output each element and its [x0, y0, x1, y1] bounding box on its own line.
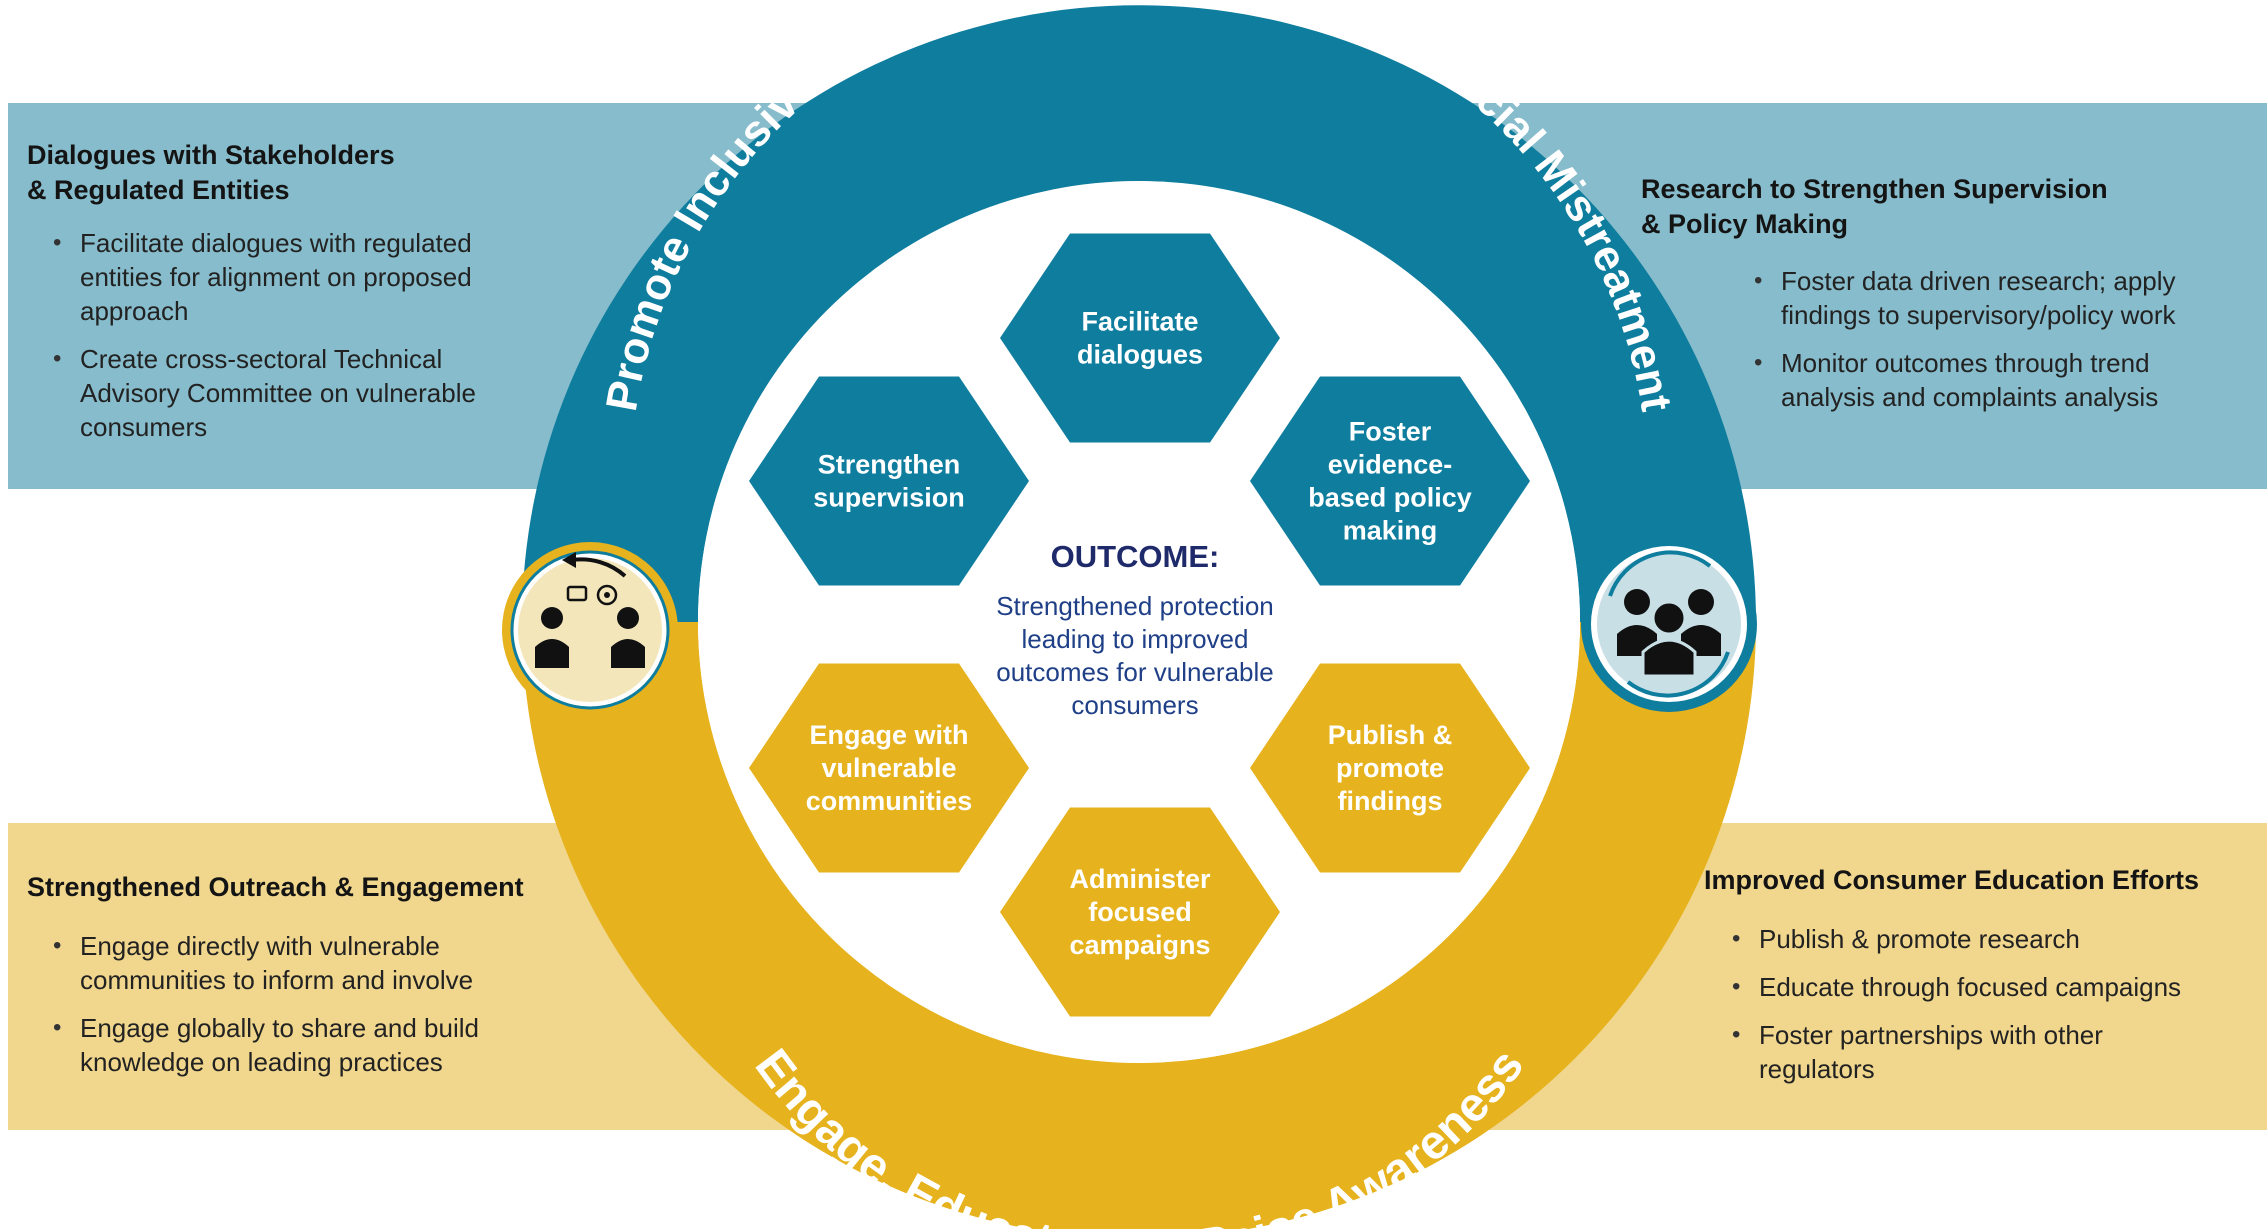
hexagon-label-line: Publish &: [1328, 720, 1453, 750]
hexagon-shape: [1250, 376, 1530, 586]
panel-bullet-item: Educate through focused campaigns: [1732, 970, 2264, 1004]
panel-bullet-line: Publish & promote research: [1759, 924, 2080, 954]
hexagon-shape: [1250, 663, 1530, 873]
hexagon-label-line: Administer: [1069, 864, 1211, 894]
panel-title: Strengthened Outreach & Engagement: [27, 870, 587, 905]
hexagon-label-line: dialogues: [1077, 340, 1203, 370]
panel-title-line: Research to Strengthen Supervision: [1641, 174, 2108, 204]
panel-bullet-item: Facilitate dialogues with regulated entit…: [53, 226, 547, 328]
ring-bottom-segment: [522, 622, 1756, 1229]
panel-bullet-line: findings to supervisory/policy work: [1781, 300, 2176, 330]
dialogue-people-icon: [502, 542, 678, 718]
panel-bullet-item: Foster data driven research; apply findin…: [1754, 264, 2241, 332]
hexagon-shape: [1000, 807, 1280, 1017]
hexagon-label-line: Foster: [1349, 417, 1432, 447]
panel-title: Dialogues with Stakeholders & Regulated E…: [27, 138, 457, 208]
panel-title-line: Dialogues with Stakeholders: [27, 140, 395, 170]
outcome-title: OUTCOME:: [1051, 539, 1220, 574]
hexagon-group: FacilitatedialoguesStrengthensupervision…: [749, 233, 1530, 1017]
hexagon-shape: [749, 376, 1029, 586]
ring-top-segment: [522, 5, 1756, 622]
hexagon-label-line: findings: [1338, 786, 1443, 816]
hexagon-label-line: promote: [1336, 753, 1444, 783]
panel-bullet-list: Foster data driven research; apply findin…: [1754, 264, 2241, 414]
panel-bullet-item: Engage globally to share and build knowle…: [53, 1011, 587, 1079]
panel-bullet-line: knowledge on leading practices: [80, 1047, 443, 1077]
panel-bullet-line: analysis and complaints analysis: [1781, 382, 2159, 412]
panel-bullet-line: Advisory Committee on vulnerable: [80, 378, 476, 408]
panel-bullet-list: Facilitate dialogues with regulated entit…: [53, 226, 547, 444]
hexagon-label-line: focused: [1088, 897, 1192, 927]
panel-bullet-line: entities for alignment on proposed: [80, 262, 472, 292]
panel-bullet-line: Engage globally to share and build: [80, 1013, 479, 1043]
panel-bullet-item: Publish & promote research: [1732, 922, 2264, 956]
panel-outreach-engagement: Strengthened Outreach & Engagement Engag…: [27, 870, 587, 1093]
panel-bullet-line: Create cross-sectoral Technical: [80, 344, 443, 374]
hexagon-label-line: supervision: [813, 483, 965, 513]
hexagon-label-line: making: [1343, 516, 1438, 546]
panel-title-line: & Regulated Entities: [27, 175, 290, 205]
hexagon-label-line: Facilitate: [1081, 307, 1198, 337]
panel-title-line: & Policy Making: [1641, 209, 1849, 239]
hexagon-shape: [749, 663, 1029, 873]
panel-bullet-line: Engage directly with vulnerable: [80, 931, 440, 961]
outcome-line: leading to improved: [1022, 624, 1249, 654]
hexagon-label-line: communities: [806, 786, 973, 816]
panel-bullet-item: Engage directly with vulnerable communiti…: [53, 929, 587, 997]
panel-bullet-item: Foster partnerships with other regulators: [1732, 1018, 2264, 1086]
group-people-icon: [1581, 536, 1757, 712]
panel-bullet-line: communities to inform and involve: [80, 965, 474, 995]
panel-bullet-line: Monitor outcomes through trend: [1781, 348, 2150, 378]
panel-bullet-list: Publish & promote researchEducate throug…: [1732, 922, 2264, 1086]
outcome-line: Strengthened protection: [996, 591, 1274, 621]
panel-bullet-line: approach: [80, 296, 189, 326]
panel-bullet-line: Educate through focused campaigns: [1759, 972, 2182, 1002]
panel-title-line: Strengthened Outreach & Engagement: [27, 872, 524, 902]
outcome-line: outcomes for vulnerable: [996, 657, 1273, 687]
panel-title-line: Improved Consumer Education Efforts: [1704, 865, 2200, 895]
hexagon-label-line: vulnerable: [821, 753, 956, 783]
panel-research-supervision: Research to Strengthen Supervision & Poli…: [1641, 172, 2241, 428]
outcome-line: consumers: [1071, 690, 1198, 720]
panel-bullet-line: Facilitate dialogues with regulated: [80, 228, 472, 258]
panel-bullet-line: regulators: [1759, 1054, 1875, 1084]
panel-consumer-education: Improved Consumer Education Efforts Publ…: [1704, 863, 2264, 1100]
panel-bullet-list: Engage directly with vulnerable communiti…: [53, 929, 587, 1079]
panel-bullet-line: Foster data driven research; apply: [1781, 266, 2176, 296]
hexagon-label-line: campaigns: [1069, 930, 1210, 960]
hexagon-label-line: evidence-: [1328, 450, 1453, 480]
panel-bullet-item: Create cross-sectoral TechnicalAdvisory …: [53, 342, 547, 444]
hexagon-label-line: Engage with: [809, 720, 968, 750]
panel-title: Improved Consumer Education Efforts: [1704, 863, 2264, 898]
panel-title: Research to Strengthen Supervision & Poli…: [1641, 172, 2181, 242]
panel-bullet-line: consumers: [80, 412, 208, 442]
hexagon-shape: [1000, 233, 1280, 443]
hexagon-label-line: based policy: [1308, 483, 1472, 513]
panel-dialogues-stakeholders: Dialogues with Stakeholders & Regulated E…: [27, 138, 547, 458]
hexagon-label-line: Strengthen: [818, 450, 961, 480]
panel-bullet-item: Monitor outcomes through trend analysis a…: [1754, 346, 2241, 414]
panel-bullet-line: Foster partnerships with other: [1759, 1020, 2103, 1050]
